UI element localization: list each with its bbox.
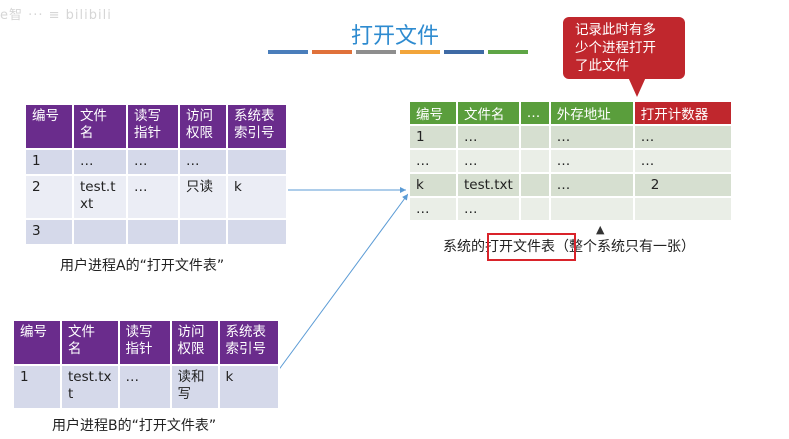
- table-cell: …: [456, 148, 521, 174]
- title-stripe-segment: [444, 50, 484, 54]
- table-cell: k: [217, 364, 280, 410]
- table-row: k test.txt … 2: [408, 172, 733, 198]
- callout-line: 记录此时有多: [575, 22, 656, 38]
- title-stripe-segment: [356, 50, 396, 54]
- callout-line: 少个进程打开: [575, 40, 656, 56]
- table-cell: 读和写: [169, 364, 220, 410]
- table-cell: …: [126, 148, 180, 176]
- table-header-row: 编号 文件名 读写指针 访问权限 系统表索引号: [12, 319, 280, 366]
- table-cell: 只读: [178, 174, 228, 220]
- header-cell: 系统表索引号: [217, 319, 280, 366]
- table-cell: 1: [408, 124, 458, 150]
- arrow-b-to-system: [271, 193, 409, 380]
- table-cell: 1: [24, 148, 74, 176]
- table-cell: …: [456, 124, 521, 150]
- table-header-row: 编号 文件名 … 外存地址 打开计数器: [408, 100, 733, 126]
- highlight-box: [487, 233, 576, 261]
- table-cell: k: [408, 172, 458, 198]
- title-stripe-segment: [400, 50, 440, 54]
- process-a-open-file-table: 编号 文件名 读写指针 访问权限 系统表索引号 1 … … … 2 test.t…: [24, 103, 288, 246]
- mouse-cursor-icon: ▲: [596, 223, 605, 236]
- system-open-file-table: 编号 文件名 … 外存地址 打开计数器 1 … … … … … … … k te…: [408, 100, 733, 222]
- table-cell: [226, 148, 288, 176]
- table-cell: …: [408, 196, 458, 222]
- table-cell: …: [632, 124, 733, 150]
- table-cell: [178, 218, 228, 246]
- table-row: 1 … … …: [24, 148, 288, 176]
- table-cell: …: [178, 148, 228, 176]
- table-row: … … … …: [408, 148, 733, 174]
- watermark-logo: e智 ··· ≡ bilibili: [0, 8, 112, 23]
- table-cell: [126, 218, 180, 246]
- table-cell: k: [226, 174, 288, 220]
- header-cell: 编号: [24, 103, 74, 150]
- caption-prefix: 系统的: [443, 239, 485, 255]
- table-cell: …: [632, 148, 733, 174]
- table-cell: 2: [632, 172, 733, 198]
- header-cell: 访问权限: [178, 103, 228, 150]
- table-cell: …: [117, 364, 172, 410]
- process-b-caption: 用户进程B的“打开文件表”: [52, 418, 217, 434]
- table-cell: [518, 172, 551, 198]
- title-stripe-segment: [488, 50, 528, 54]
- callout-note: 记录此时有多 少个进程打开 了此文件: [563, 17, 685, 79]
- header-cell: 外存地址: [548, 100, 635, 126]
- table-cell: [518, 148, 551, 174]
- process-a-caption: 用户进程A的“打开文件表”: [60, 258, 225, 274]
- table-cell: …: [408, 148, 458, 174]
- system-table-caption: 系统的打开文件表（整个系统只有一张）: [443, 236, 695, 256]
- table-cell: [632, 196, 733, 222]
- table-cell: [226, 218, 288, 246]
- caption-suffix: （整个系统只有一张）: [555, 239, 695, 255]
- table-cell: …: [548, 124, 635, 150]
- table-cell: 3: [24, 218, 74, 246]
- header-cell: 访问权限: [169, 319, 220, 366]
- header-cell: 文件名: [60, 319, 120, 366]
- header-cell: 编号: [12, 319, 62, 366]
- header-cell: 文件名: [456, 100, 521, 126]
- table-cell: [518, 196, 551, 222]
- table-row: 3: [24, 218, 288, 246]
- table-cell: …: [72, 148, 128, 176]
- table-cell: …: [548, 148, 635, 174]
- table-cell: 2: [24, 174, 74, 220]
- open-counter-header: 打开计数器: [632, 100, 733, 126]
- callout-line: 了此文件: [575, 58, 629, 74]
- header-cell: 文件名: [72, 103, 128, 150]
- table-cell: 1: [12, 364, 62, 410]
- header-cell: 读写指针: [126, 103, 180, 150]
- table-header-row: 编号 文件名 读写指针 访问权限 系统表索引号: [24, 103, 288, 150]
- header-cell: …: [518, 100, 551, 126]
- table-cell: [518, 124, 551, 150]
- table-cell: test.txt: [456, 172, 521, 198]
- header-cell: 编号: [408, 100, 458, 126]
- table-row: 1 … … …: [408, 124, 733, 150]
- slide-title: 打开文件: [350, 24, 439, 49]
- table-row: … …: [408, 196, 733, 222]
- table-cell: [548, 196, 635, 222]
- table-cell: …: [548, 172, 635, 198]
- header-cell: 读写指针: [117, 319, 172, 366]
- header-cell: 系统表索引号: [226, 103, 288, 150]
- table-cell: …: [456, 196, 521, 222]
- table-cell: [72, 218, 128, 246]
- title-stripe-segment: [312, 50, 352, 54]
- callout-pointer: [628, 77, 646, 97]
- table-cell: …: [126, 174, 180, 220]
- title-stripe-segment: [268, 50, 308, 54]
- caption-highlight: 打开文件表: [485, 239, 555, 255]
